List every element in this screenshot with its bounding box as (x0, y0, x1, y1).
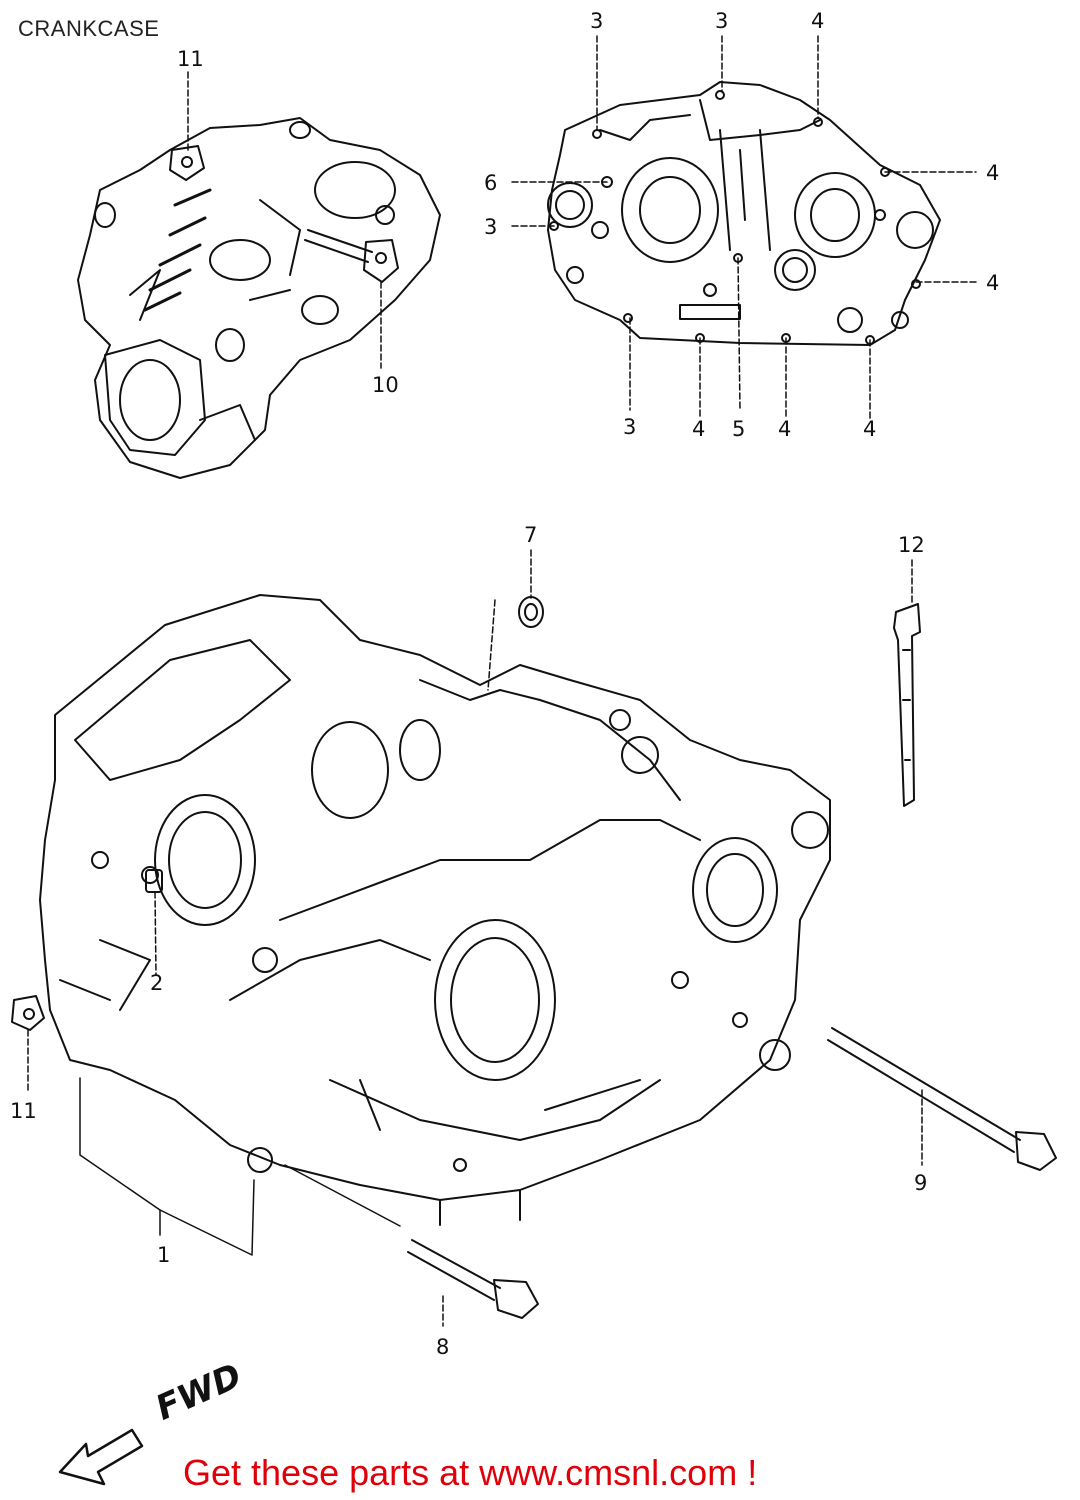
lower-crankcase-half-view (547, 81, 941, 346)
callout-2: 2 (150, 971, 163, 995)
diagram-title: CRANKCASE (18, 16, 160, 41)
forward-arrow-icon (58, 1428, 144, 1486)
callout-6: 6 (484, 171, 497, 195)
callout-8: 8 (436, 1335, 449, 1359)
callout-7: 7 (524, 523, 537, 547)
callout-12: 12 (898, 533, 925, 557)
leader-lines (27, 35, 977, 1327)
callout-10: 10 (372, 373, 399, 397)
bolt-part-9 (827, 1027, 1057, 1171)
callout-4-bottom-1: 4 (692, 417, 705, 441)
callout-3-a: 3 (590, 9, 603, 33)
callout-11-top: 11 (177, 47, 204, 71)
buy-parts-link[interactable]: Get these parts at www.cmsnl.com ! (183, 1452, 758, 1493)
callout-9: 9 (914, 1171, 927, 1195)
callout-3-left: 3 (484, 215, 497, 239)
callout-4-bottom-2: 4 (778, 417, 791, 441)
leader-bracket-1 (79, 1077, 401, 1256)
callout-4-right-1: 4 (986, 161, 999, 185)
callout-labels: 11 10 3 3 4 6 3 4 4 3 4 5 4 4 7 12 2 11 … (10, 9, 999, 1359)
callout-11-left: 11 (10, 1099, 37, 1123)
callout-4-right-2: 4 (986, 271, 999, 295)
callout-5: 5 (732, 417, 745, 441)
callout-4-top: 4 (811, 9, 824, 33)
dowel-part-2 (145, 869, 163, 893)
bolt-part-8 (407, 1239, 539, 1319)
callout-3-bottom: 3 (623, 415, 636, 439)
gauge-part-12 (893, 603, 921, 807)
o-ring-part-7 (518, 596, 544, 628)
upper-crankcase-half-view (77, 117, 441, 479)
callout-4-bottom-3: 4 (863, 417, 876, 441)
crankcase-assembly (39, 594, 831, 1226)
callout-3-b: 3 (715, 9, 728, 33)
nut-part-11-left (11, 995, 45, 1031)
callout-1: 1 (157, 1243, 170, 1267)
